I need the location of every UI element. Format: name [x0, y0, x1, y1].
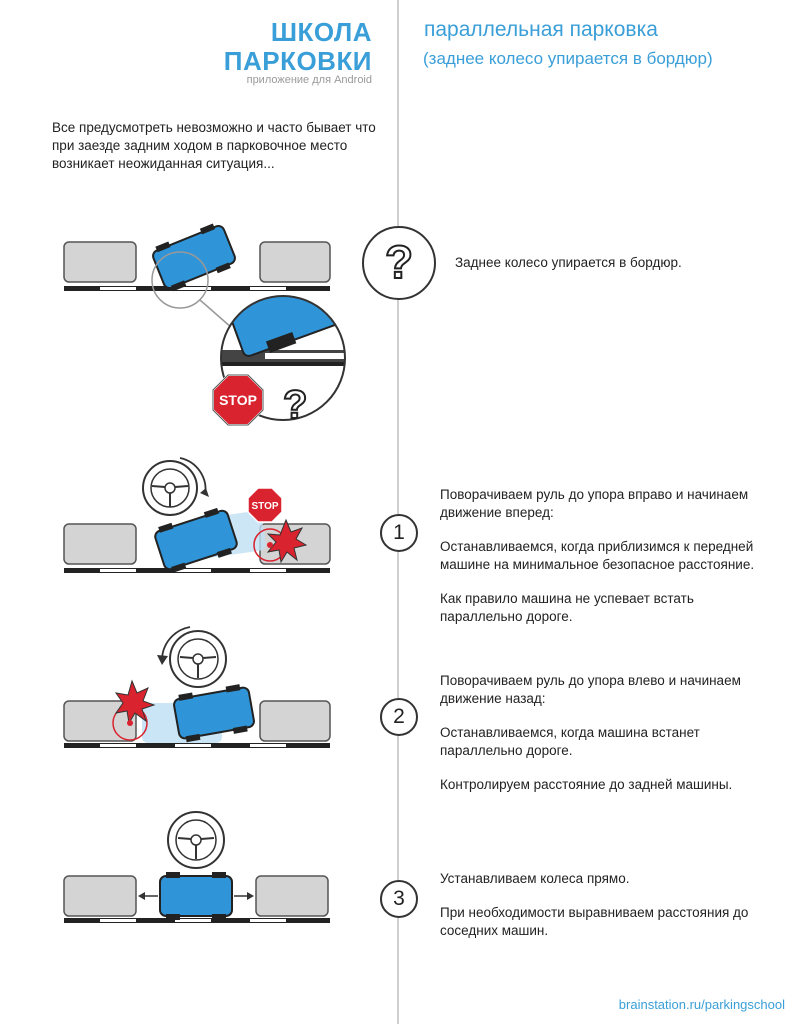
app-title-line2: ПАРКОВКИ	[223, 46, 372, 76]
blue-car	[152, 223, 236, 292]
stop-sign-icon: STOP	[212, 374, 264, 426]
step-1-paragraph: Останавливаемся, когда приблизимся к пер…	[440, 539, 755, 572]
stop-sign-label: STOP	[219, 392, 257, 408]
stop-sign-icon: STOP	[247, 487, 283, 523]
step-1-paragraph: Как правило машина не успевает встать па…	[440, 591, 694, 624]
page-title: параллельная парковка	[424, 18, 658, 41]
curb-line	[64, 918, 330, 923]
step-number-1: 1	[380, 514, 418, 552]
app-subtitle: приложение для Android	[246, 74, 372, 86]
rotate-left-arrow-icon	[161, 626, 191, 661]
distance-arrow-left-icon	[138, 892, 158, 900]
parked-car-front	[259, 241, 331, 283]
zoom-circle-small	[151, 251, 209, 309]
blue-car	[159, 872, 233, 920]
parked-car-rear	[63, 875, 137, 917]
page-subtitle: (заднее колесо упирается в бордюр)	[423, 49, 713, 68]
step-2-text: Поворачиваем руль до упора влево и начин…	[440, 672, 780, 810]
question-mark-icon: ?	[283, 383, 307, 427]
step-3-paragraph: При необходимости выравниваем расстояния…	[440, 905, 749, 938]
step-2-paragraph: Останавливаемся, когда машина встанет па…	[440, 725, 700, 758]
svg-text:?: ?	[385, 236, 413, 288]
center-divider	[397, 0, 399, 1024]
step-1-text: Поворачиваем руль до упора вправо и начи…	[440, 486, 780, 642]
parked-car-rear	[63, 241, 137, 283]
app-title-line1: ШКОЛА	[270, 17, 372, 47]
stop-sign-label: STOP	[251, 501, 278, 512]
parked-car-front	[255, 875, 329, 917]
blue-car	[173, 684, 255, 743]
problem-illustration: STOP ?	[63, 223, 346, 428]
step2-illustration	[63, 626, 331, 748]
step3-illustration	[63, 811, 330, 923]
steering-wheel-icon	[167, 811, 225, 869]
question-icon: ?	[362, 226, 436, 300]
step1-illustration: STOP	[63, 457, 331, 573]
collision-burst-icon	[266, 518, 308, 564]
parked-car-front	[259, 700, 331, 742]
parked-car-rear	[63, 523, 137, 565]
step-2-paragraph: Поворачиваем руль до упора влево и начин…	[440, 673, 741, 706]
collision-burst-icon	[114, 679, 156, 725]
steering-wheel-icon	[169, 630, 227, 688]
app-logo-title: ШКОЛА ПАРКОВКИ	[224, 18, 372, 76]
problem-text: Заднее колесо упирается в бордюр.	[455, 255, 682, 270]
intro-text: Все предусмотреть невозможно и часто быв…	[52, 120, 376, 171]
distance-arrow-right-icon	[234, 892, 254, 900]
footer-link[interactable]: brainstation.ru/parkingschool	[618, 997, 785, 1012]
step-number-2: 2	[380, 698, 418, 736]
curb-line	[64, 743, 330, 748]
blue-car	[154, 507, 238, 573]
step-number-3: 3	[380, 880, 418, 918]
step-3-text: Устанавливаем колеса прямо. При необходи…	[440, 870, 780, 956]
step-2-paragraph: Контролируем расстояние до задней машины…	[440, 777, 733, 792]
step-3-paragraph: Устанавливаем колеса прямо.	[440, 871, 630, 886]
steering-wheel-icon	[142, 460, 198, 516]
curb-line	[64, 568, 330, 573]
curb-line	[64, 286, 330, 291]
step-1-paragraph: Поворачиваем руль до упора вправо и начи…	[440, 487, 749, 520]
